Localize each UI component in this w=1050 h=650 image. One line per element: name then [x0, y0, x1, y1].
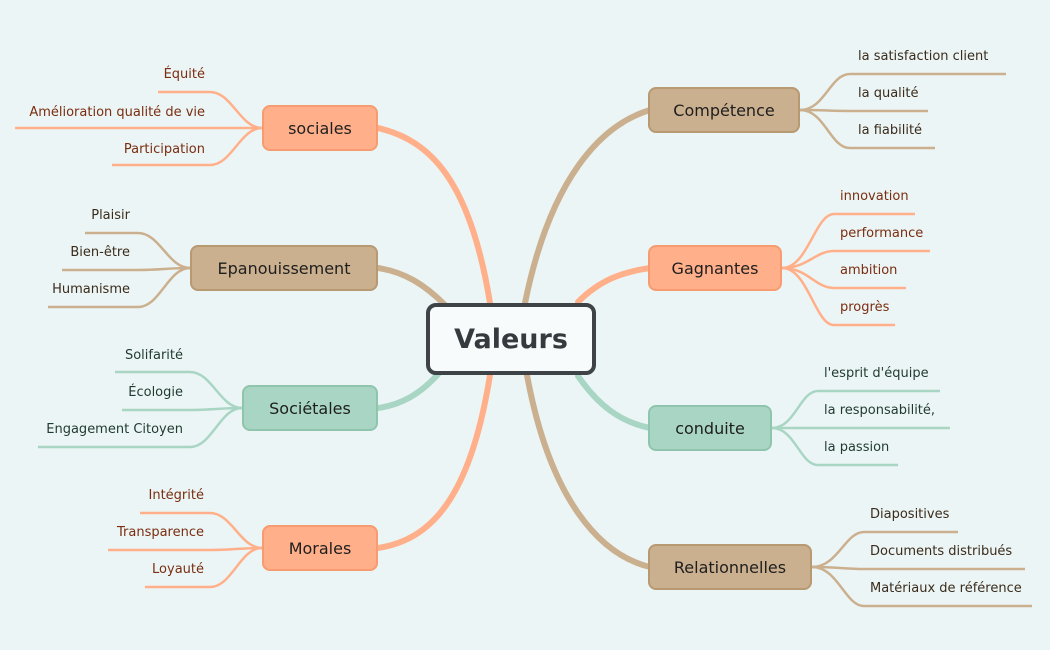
leaf-progres[interactable]: progrès — [840, 300, 890, 315]
connector-relationnelles — [524, 372, 653, 570]
leaf-loyaute[interactable]: Loyauté — [152, 562, 204, 577]
leaf-ecologie[interactable]: Écologie — [128, 385, 183, 400]
topic-conduite[interactable]: conduite — [648, 405, 772, 451]
connector-epanouissement — [375, 265, 448, 308]
topic-morales[interactable]: Morales — [262, 525, 378, 571]
leaf-la-responsabilite[interactable]: la responsabilité, — [824, 403, 936, 418]
leaf-performance[interactable]: performance — [840, 226, 924, 241]
leaf-materiaux-de-reference[interactable]: Matériaux de référence — [870, 581, 1022, 596]
connector-conduite — [575, 373, 653, 431]
topic-sociales[interactable]: sociales — [262, 105, 378, 151]
leaf-innovation[interactable]: innovation — [840, 189, 909, 204]
leaf-amelioration-qualite-de-vie[interactable]: Amélioration qualité de vie — [29, 105, 205, 120]
topic-gagnantes[interactable]: Gagnantes — [648, 245, 782, 291]
leaf-participation[interactable]: Participation — [123, 142, 205, 157]
connector-competence — [522, 107, 653, 306]
leaf-esprit-equipe[interactable]: l'esprit d'équipe — [824, 366, 929, 381]
leaf-la-passion[interactable]: la passion — [824, 440, 890, 455]
leaf-documents-distribues[interactable]: Documents distribués — [870, 544, 1013, 559]
leaf-diapositives[interactable]: Diapositives — [870, 507, 950, 522]
leaf-engagement-citoyen[interactable]: Engagement Citoyen — [46, 422, 183, 437]
leaf-integrite[interactable]: Intégrité — [148, 488, 204, 503]
leaf-la-qualite[interactable]: la qualité — [858, 86, 919, 101]
central-topic[interactable]: Valeurs — [426, 303, 596, 375]
topic-societales[interactable]: Sociétales — [242, 385, 378, 431]
leaf-bien-etre[interactable]: Bien-être — [70, 245, 130, 260]
connector-societales — [375, 369, 443, 411]
leaf-equite[interactable]: Équité — [163, 67, 205, 82]
leaf-plaisir[interactable]: Plaisir — [91, 208, 130, 223]
topic-competence[interactable]: Compétence — [648, 87, 800, 133]
leaf-la-fiabilite[interactable]: la fiabilité — [858, 123, 923, 138]
leaf-solifarite[interactable]: Solifarité — [124, 348, 183, 363]
topic-epanouissement[interactable]: Epanouissement — [190, 245, 378, 291]
connector-morales — [375, 372, 493, 551]
leaf-la-satisfaction-client[interactable]: la satisfaction client — [858, 49, 989, 64]
leaf-transparence[interactable]: Transparence — [116, 525, 204, 540]
topic-relationnelles[interactable]: Relationnelles — [648, 544, 812, 590]
leaf-ambition[interactable]: ambition — [840, 263, 898, 278]
leaf-humanisme[interactable]: Humanisme — [52, 282, 130, 297]
connector-gagnantes — [575, 265, 653, 305]
connector-sociales — [375, 125, 493, 306]
